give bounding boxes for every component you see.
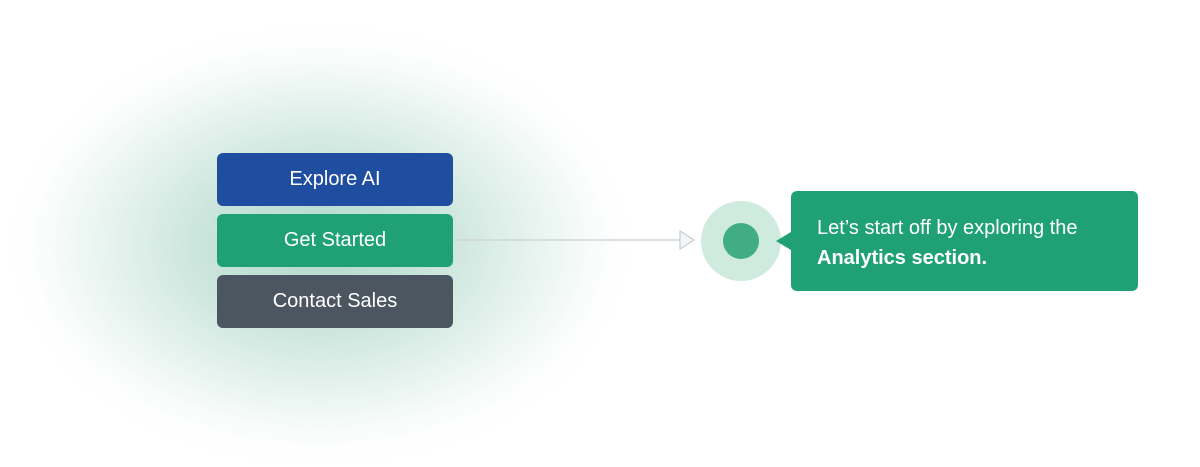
tooltip-text: Let’s start off by exploring the [817, 217, 1078, 239]
explore-ai-label: Explore AI [289, 168, 381, 190]
get-started-button[interactable]: Get Started [217, 214, 453, 267]
get-started-label: Get Started [283, 229, 387, 251]
tooltip-highlight: Analytics section. [817, 247, 988, 269]
target-dot-icon[interactable] [723, 223, 759, 259]
contact-sales-label: Contact Sales [272, 290, 398, 312]
tooltip-pointer [776, 232, 791, 250]
contact-sales-button[interactable]: Contact Sales [217, 275, 453, 328]
onboarding-tooltip: Let’s start off by exploring the Analyti… [791, 191, 1138, 291]
arrow-right-icon [679, 230, 695, 250]
explore-ai-button[interactable]: Explore AI [217, 153, 453, 206]
